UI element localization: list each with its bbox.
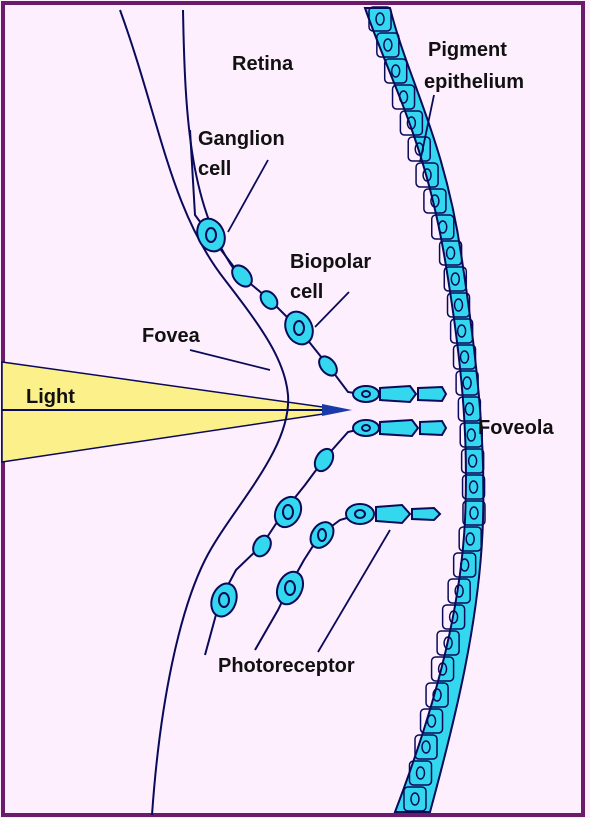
label-ganglion-line1: Ganglion (198, 128, 285, 150)
photoreceptor-middle (353, 420, 446, 436)
label-photoreceptor: Photoreceptor (218, 655, 355, 677)
label-bipolar-line2: cell (290, 281, 323, 303)
label-retina: Retina (232, 53, 294, 75)
label-fovea: Fovea (142, 325, 201, 347)
label-pigment-line1: Pigment (428, 39, 507, 61)
photoreceptor-upper (353, 386, 446, 402)
label-ganglion-line2: cell (198, 158, 231, 180)
label-pigment-line2: epithelium (424, 71, 524, 93)
label-light: Light (26, 386, 75, 408)
label-bipolar-line1: Biopolar (290, 251, 371, 273)
label-foveola: Foveola (478, 417, 554, 439)
